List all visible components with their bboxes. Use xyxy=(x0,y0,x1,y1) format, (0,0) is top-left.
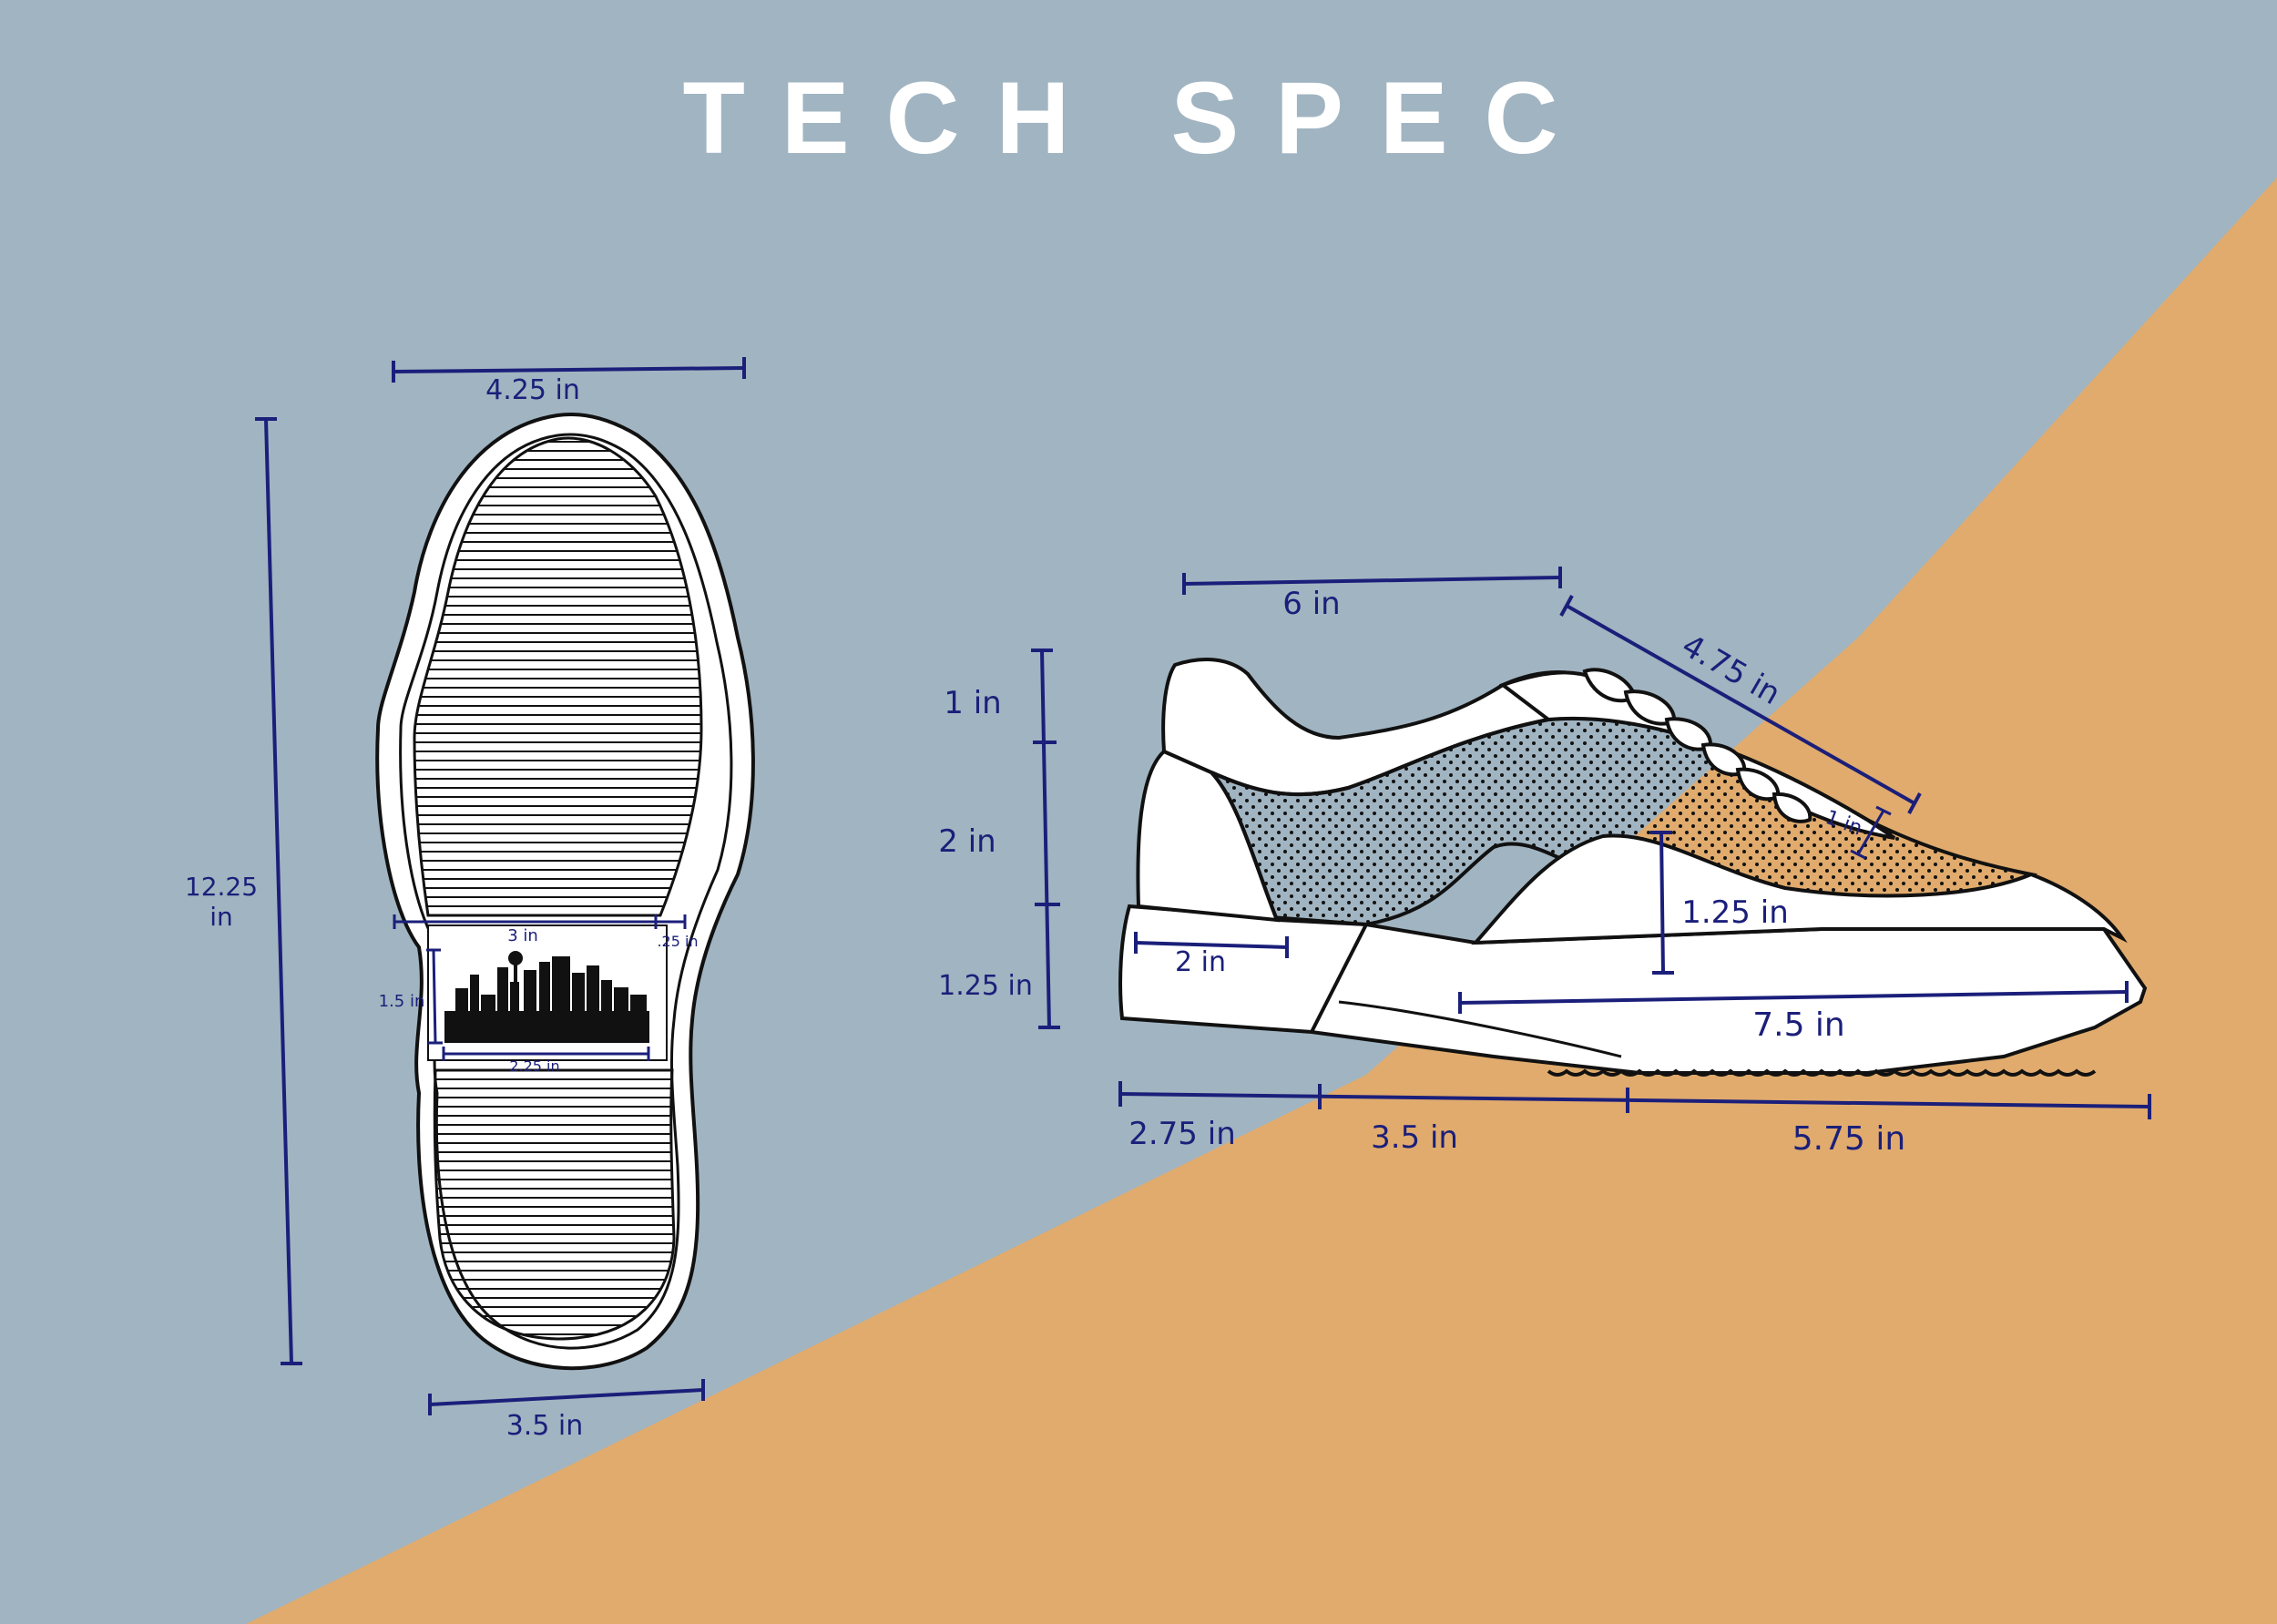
sole-inner-edge xyxy=(399,433,733,1350)
dim-side-segments: 2.75 in 3.5 in 5.75 in xyxy=(1118,1081,2151,1158)
label-side-height-bottom: 1.25 in xyxy=(938,970,1033,1002)
shoe-sole-split xyxy=(1310,924,1368,1033)
shoe-sole-line xyxy=(1338,1000,1622,1058)
dim-plate: 3 in .25 in 1.5 in 2.25 in xyxy=(379,914,699,1075)
dim-sole-length: 12.25 in xyxy=(185,417,302,1365)
dim-side-heights: 1 in 2 in 1.25 in xyxy=(938,649,1060,1029)
label-side-height-top: 1 in xyxy=(944,685,1001,721)
label-plate-width: 3 in xyxy=(507,926,538,945)
label-side-top-length: 6 in xyxy=(1282,586,1340,622)
label-side-segment-mid: 3.5 in xyxy=(1371,1119,1458,1156)
shoe-tread-bumps xyxy=(1547,1068,2097,1077)
dim-side-top-length: 6 in xyxy=(1182,567,1562,622)
shoe-laces xyxy=(1582,668,1812,823)
sole-heel-tread xyxy=(433,1068,676,1341)
dim-sole-top-width: 4.25 in xyxy=(392,357,746,406)
dim-side-forefoot: 7.5 in xyxy=(1458,981,2129,1044)
side-view: 6 in 4.75 in 1 in 1 in 2 in 1.25 in xyxy=(938,567,2151,1158)
dim-sole-bottom-width: 3.5 in xyxy=(428,1379,705,1442)
dim-side-toe-height: 1.25 in xyxy=(1650,831,1789,975)
label-side-toe-height: 1.25 in xyxy=(1681,894,1789,931)
label-side-segment-toe: 5.75 in xyxy=(1792,1120,1905,1158)
label-sole-length-value: 12.25 xyxy=(185,872,258,902)
label-side-height-mid: 2 in xyxy=(938,823,996,860)
sole-front-tread xyxy=(413,436,703,917)
label-side-forefoot: 7.5 in xyxy=(1752,1006,1845,1044)
label-side-segment-heel: 2.75 in xyxy=(1128,1116,1236,1152)
label-skyline-width: 2.25 in xyxy=(509,1057,559,1075)
sole-view: 4.25 in 12.25 in 3.5 in 3 in .25 in xyxy=(185,357,755,1442)
page-title: TECH SPEC xyxy=(683,61,1595,175)
background-orange-diagonal xyxy=(246,178,2277,1624)
label-sole-length-unit: in xyxy=(209,902,233,932)
shoe-outsole xyxy=(1118,904,2148,1075)
label-plate-height: 1.5 in xyxy=(379,992,425,1011)
shoe-toe-cap xyxy=(1471,833,2128,945)
dim-side-heel-base: 2 in xyxy=(1134,932,1289,978)
shoe-perforated-quarter xyxy=(1210,717,2038,927)
skyline-silhouette xyxy=(444,951,649,1043)
label-sole-bottom-width: 3.5 in xyxy=(506,1410,584,1442)
label-plate-side: .25 in xyxy=(657,933,698,950)
label-side-heel-base: 2 in xyxy=(1175,946,1226,978)
label-sole-top-width: 4.25 in xyxy=(485,374,580,406)
